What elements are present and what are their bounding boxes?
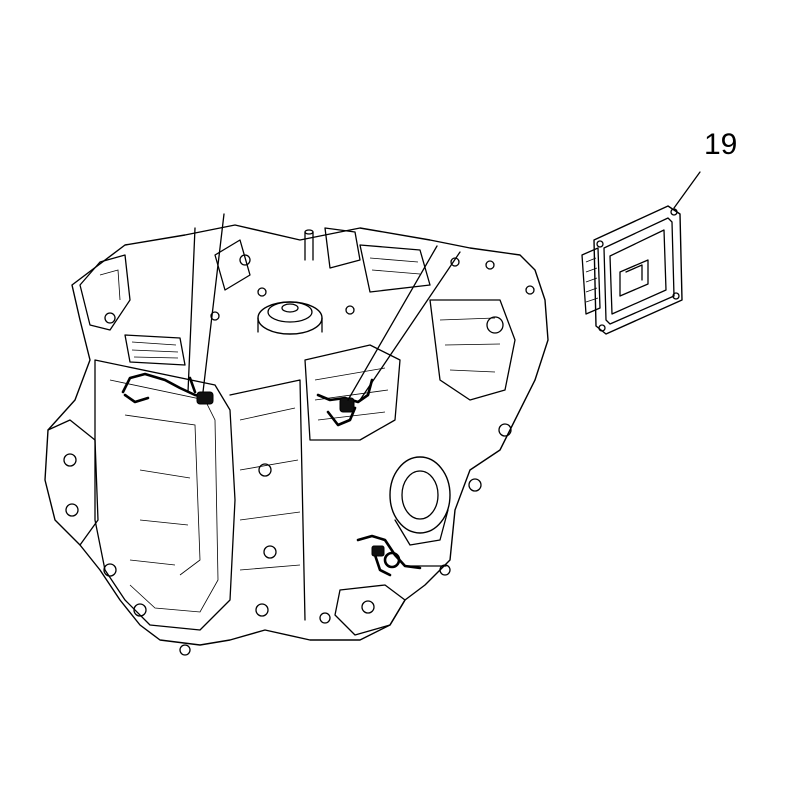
- sensor-harness-center: [316, 378, 374, 427]
- transmission-assembly: [44, 224, 549, 656]
- sensor-harness-lower: [356, 534, 422, 577]
- leader-lines: [187, 171, 701, 567]
- control-module-part-19: [581, 205, 683, 335]
- sensor-harness-left: [121, 372, 214, 405]
- callout-label-19: 19: [704, 128, 738, 161]
